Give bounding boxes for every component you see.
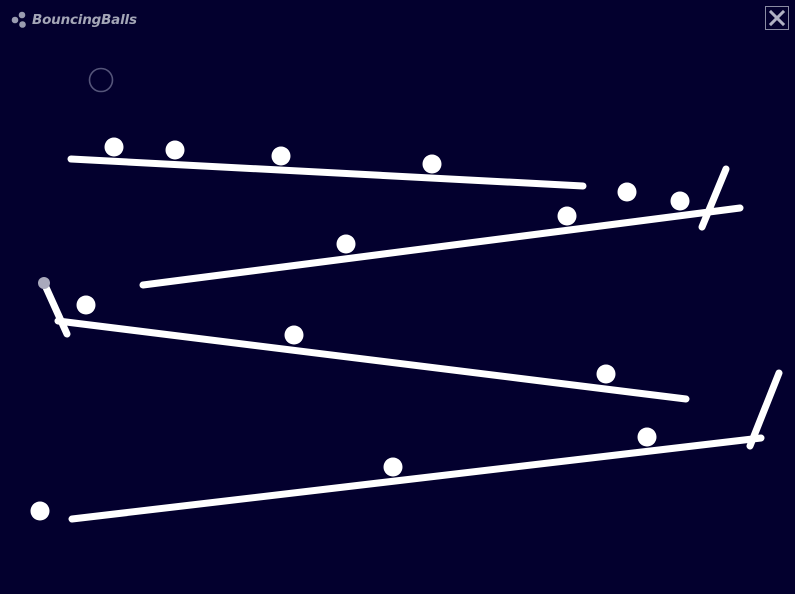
ramp-4 (68, 434, 765, 523)
ball (284, 325, 304, 345)
ball (557, 206, 577, 226)
ball (165, 140, 185, 160)
ball (104, 137, 124, 157)
ramp-1 (67, 155, 587, 190)
ball (271, 146, 291, 166)
ramp-4-bumper (746, 369, 783, 450)
ball (383, 457, 403, 477)
ball (422, 154, 442, 174)
close-button[interactable] (765, 6, 789, 30)
ramp-3-bumper (40, 279, 71, 338)
three-balls-logo-icon (11, 11, 26, 28)
ball (617, 182, 637, 202)
ramp-2 (139, 204, 744, 289)
ball (76, 295, 96, 315)
ramp-3 (54, 317, 690, 403)
ball (670, 191, 690, 211)
spawn-point-ring (88, 67, 114, 93)
ball-faded (38, 277, 50, 289)
ball (336, 234, 356, 254)
ramp-2-bumper (698, 165, 730, 231)
ball (596, 364, 616, 384)
title-bar: BouncingBalls (10, 10, 137, 30)
ball (637, 427, 657, 447)
close-x-icon (768, 9, 786, 27)
app-title: BouncingBalls (32, 12, 137, 28)
ball (30, 501, 50, 521)
